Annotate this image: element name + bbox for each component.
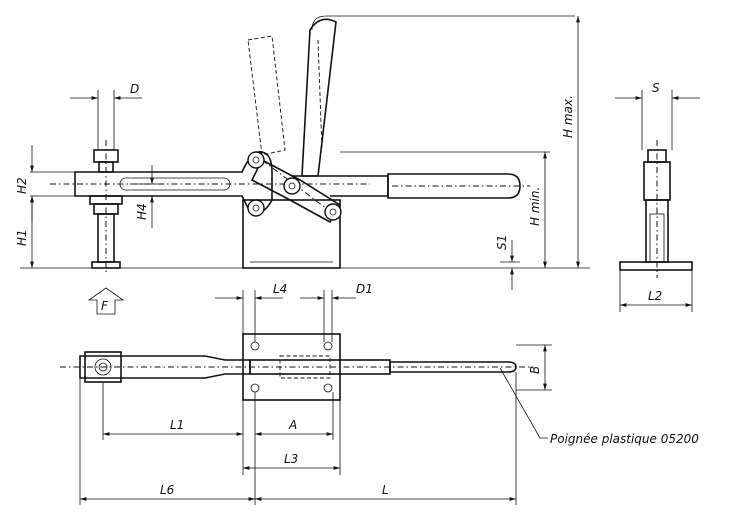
label-L2: L2	[648, 289, 662, 303]
handle-raised-center	[317, 39, 323, 151]
label-L: L	[382, 483, 389, 497]
mount-hole-1	[250, 341, 260, 351]
pivot-bottom-inner	[252, 204, 260, 212]
handle-open-phantom	[247, 35, 286, 156]
side-view: F D H2 H1 H4 H min. H max. S1	[15, 15, 590, 315]
label-A: A	[288, 418, 297, 432]
label-B: B	[528, 366, 542, 374]
top-spindle-inner	[98, 362, 108, 372]
top-view: L4 D1 B Poignée plastique 05200 L1 A L3	[60, 282, 699, 505]
pivot-handle-inner	[329, 208, 337, 216]
pivot-mid-inner	[288, 182, 296, 190]
label-S: S	[652, 81, 660, 95]
arm-slot	[119, 177, 231, 191]
label-D1: D1	[356, 282, 373, 296]
label-S1: S1	[495, 235, 509, 250]
plastic-grip	[387, 173, 521, 199]
label-L6: L6	[160, 483, 175, 497]
label-L4: L4	[273, 282, 287, 296]
label-H2: H2	[15, 177, 29, 194]
label-D: D	[130, 82, 139, 96]
mount-hole-3	[250, 383, 260, 393]
mount-hole-2	[323, 341, 333, 351]
pivot-top-inner	[252, 156, 260, 164]
pivot-bottom	[247, 199, 265, 217]
handle-note: Poignée plastique 05200	[550, 432, 699, 446]
linkage	[250, 158, 342, 224]
label-H4: H4	[135, 203, 149, 220]
pivot-top	[247, 151, 265, 169]
front-base-plate	[619, 261, 693, 271]
label-L1: L1	[170, 418, 184, 432]
handle-leader-line	[499, 367, 548, 439]
label-F: F	[101, 299, 109, 313]
pivot-mid	[283, 177, 301, 195]
label-H1: H1	[15, 229, 29, 246]
handle-raised	[301, 18, 337, 177]
label-H-max: H max.	[561, 95, 575, 138]
label-H-min: H min.	[528, 187, 542, 226]
pivot-handle	[324, 203, 342, 221]
label-L3: L3	[284, 452, 298, 466]
handle-max-reference	[311, 15, 575, 31]
force-arrow-icon	[87, 287, 125, 315]
mount-hole-4	[323, 383, 333, 393]
front-view: S L2	[615, 81, 700, 312]
